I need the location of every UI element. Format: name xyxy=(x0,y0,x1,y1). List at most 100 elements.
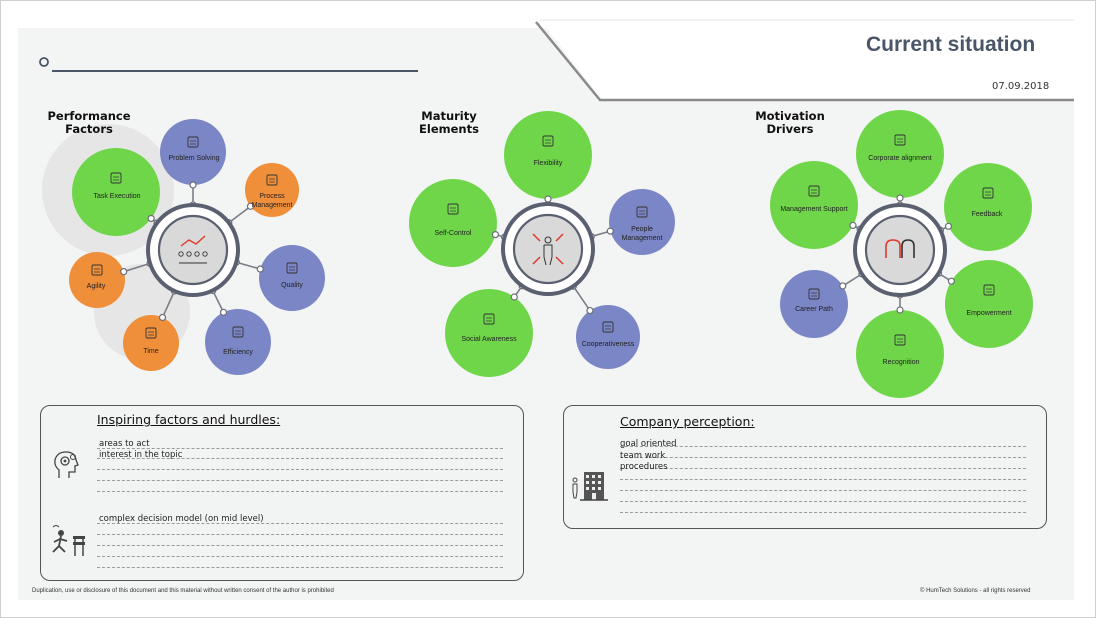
hub-icon xyxy=(885,239,915,258)
note-item: goal oriented xyxy=(620,439,677,449)
connector-line xyxy=(212,290,225,313)
bubble-label-people-management: People Management xyxy=(621,226,663,242)
bubble-label-career-path: Career Path xyxy=(795,306,833,313)
connector-node xyxy=(189,181,197,189)
bubble-label-feedback: Feedback xyxy=(971,211,1003,218)
connector-node xyxy=(120,268,128,276)
page-title: Current situation xyxy=(866,33,1036,56)
flexibility-icon xyxy=(542,135,554,147)
bubble-label-empowerment: Empowerment xyxy=(966,310,1012,317)
bubble-label-quality: Quality xyxy=(281,282,303,289)
career-icon xyxy=(808,288,820,300)
connector-node xyxy=(510,293,518,301)
task-list-icon xyxy=(110,172,122,184)
section-title-performance: Performance Factors xyxy=(47,109,131,136)
connector-node xyxy=(219,308,228,316)
connector-node xyxy=(491,231,500,239)
gears-icon xyxy=(91,264,103,276)
flowchart-icon xyxy=(187,136,199,148)
section-title-motivation: Motivation Drivers xyxy=(755,109,825,136)
quality-bubble xyxy=(259,245,325,311)
flowchart-bubble xyxy=(160,119,226,185)
note-item: interest in the topic xyxy=(99,450,183,460)
hurdle-runner-icon xyxy=(52,525,85,556)
self-control-icon xyxy=(447,203,459,215)
people-globe-bubble xyxy=(609,189,675,255)
quality-icon xyxy=(286,262,298,274)
self-control-bubble xyxy=(409,179,497,267)
connector-node xyxy=(944,222,953,230)
feedback-bubble xyxy=(944,163,1032,251)
connector-line xyxy=(236,261,261,270)
social-bubble xyxy=(445,289,533,377)
handshake-bubble xyxy=(576,305,640,369)
hub-center xyxy=(157,214,229,286)
date-label: 07.09.2018 xyxy=(992,81,1050,92)
bubble-label-flexibility: Flexibility xyxy=(533,160,563,167)
maturity-diagram xyxy=(409,111,675,377)
hub-icon xyxy=(178,235,208,264)
fist-bubble xyxy=(945,260,1033,348)
inspiring-heading: Inspiring factors and hurdles: xyxy=(97,412,281,427)
note-item: team work xyxy=(620,451,666,461)
note-item: complex decision model (on mid level) xyxy=(99,514,264,524)
connector-node xyxy=(544,195,552,203)
hourglass-bubble xyxy=(123,315,179,371)
efficiency-icon xyxy=(232,326,244,338)
connector-node xyxy=(606,227,614,235)
hub-center xyxy=(512,213,584,285)
connector-node xyxy=(158,313,167,322)
bubble-label-time: Time xyxy=(143,348,159,355)
bubble-label-cooperativeness: Cooperativeness xyxy=(581,341,635,348)
handshake-icon xyxy=(602,321,614,333)
bubble-label-agility: Agility xyxy=(86,283,106,290)
bubble-label-recognition: Recognition xyxy=(882,359,920,366)
connector-node xyxy=(147,214,155,223)
support-bubble xyxy=(770,161,858,249)
footer-disclaimer: Duplication, use or disclosure of this d… xyxy=(32,588,334,594)
connector-line xyxy=(161,290,176,318)
hourglass-icon xyxy=(145,327,157,339)
social-icon xyxy=(483,313,495,325)
head-gear-icon xyxy=(54,451,79,478)
flexibility-bubble xyxy=(504,111,592,199)
bubble-label-task-execution: Task Execution xyxy=(93,193,141,200)
note-item: areas to act xyxy=(99,439,150,449)
support-icon xyxy=(808,185,820,197)
alignment-bubble xyxy=(856,110,944,198)
connector-node xyxy=(849,221,857,229)
bubble-label-management-support: Management Support xyxy=(780,206,848,213)
task-list-bubble xyxy=(72,148,160,236)
recognition-icon xyxy=(894,334,906,346)
people-globe-icon xyxy=(636,206,648,218)
motivation-diagram xyxy=(770,110,1033,398)
connector-node xyxy=(896,306,904,314)
career-bubble xyxy=(780,270,848,338)
connector-line xyxy=(842,273,863,287)
bubble-label-social-awareness: Social Awareness xyxy=(461,336,517,343)
feedback-icon xyxy=(982,187,994,199)
process-bubble xyxy=(245,163,299,217)
performance-diagram xyxy=(69,119,325,375)
connector-node xyxy=(896,194,904,202)
gears-bubble xyxy=(69,252,125,308)
bubble-label-problem-solving: Problem Solving xyxy=(168,155,220,162)
section-title-maturity: Maturity Elements xyxy=(419,109,479,136)
company-heading: Company perception: xyxy=(620,414,755,429)
connector-line xyxy=(123,262,151,273)
hub-icon xyxy=(532,233,564,266)
connector-line xyxy=(228,205,251,224)
connector-node xyxy=(256,265,264,273)
footer-copyright: © HumTech Solutions - all rights reserve… xyxy=(920,588,1031,594)
alignment-icon xyxy=(894,134,906,146)
bubble-label-corporate-alignment: Corporate alignment xyxy=(868,155,932,162)
connector-node xyxy=(246,202,255,210)
fist-icon xyxy=(983,284,995,296)
process-icon xyxy=(266,174,278,186)
connector-node xyxy=(839,282,847,290)
connector-node xyxy=(947,277,955,285)
recognition-bubble xyxy=(856,310,944,398)
efficiency-bubble xyxy=(205,309,271,375)
note-item: procedures xyxy=(620,462,668,472)
bubble-label-self-control: Self-Control xyxy=(434,230,472,237)
